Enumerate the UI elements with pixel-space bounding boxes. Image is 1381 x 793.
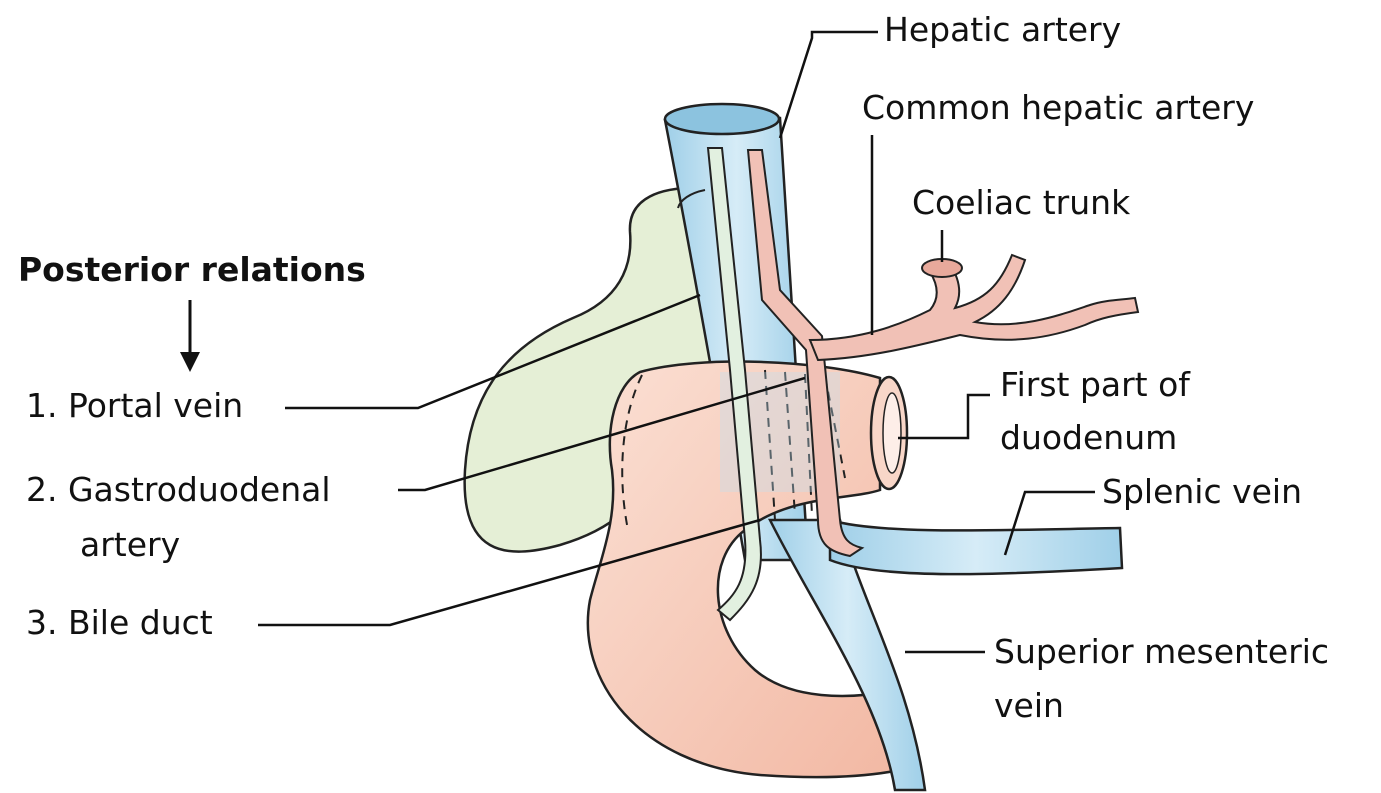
label-superior-mesenteric-vein-line2: vein	[994, 686, 1064, 726]
label-superior-mesenteric-vein-line1: Superior mesenteric	[994, 632, 1329, 672]
duodenum-lumen	[883, 393, 901, 473]
label-gastroduodenal-artery-line1: 2. Gastroduodenal	[26, 470, 331, 510]
label-gastroduodenal-artery-line2: artery	[80, 525, 180, 565]
posterior-relations-heading: Posterior relations	[18, 250, 366, 290]
label-bile-duct: 3. Bile duct	[26, 603, 213, 643]
label-hepatic-artery: Hepatic artery	[884, 10, 1121, 50]
label-portal-vein: 1. Portal vein	[26, 386, 243, 426]
label-common-hepatic-artery: Common hepatic artery	[862, 88, 1254, 128]
coeliac-trunk-shape	[810, 255, 1138, 360]
label-splenic-vein: Splenic vein	[1102, 472, 1302, 512]
label-first-part-duodenum-line2: duodenum	[1000, 418, 1177, 458]
label-coeliac-trunk: Coeliac trunk	[912, 183, 1130, 223]
down-arrow-icon	[180, 300, 200, 372]
portal-vein-opening	[665, 104, 779, 134]
splenic-vein-shape	[830, 520, 1122, 574]
label-first-part-duodenum-line1: First part of	[1000, 365, 1190, 405]
